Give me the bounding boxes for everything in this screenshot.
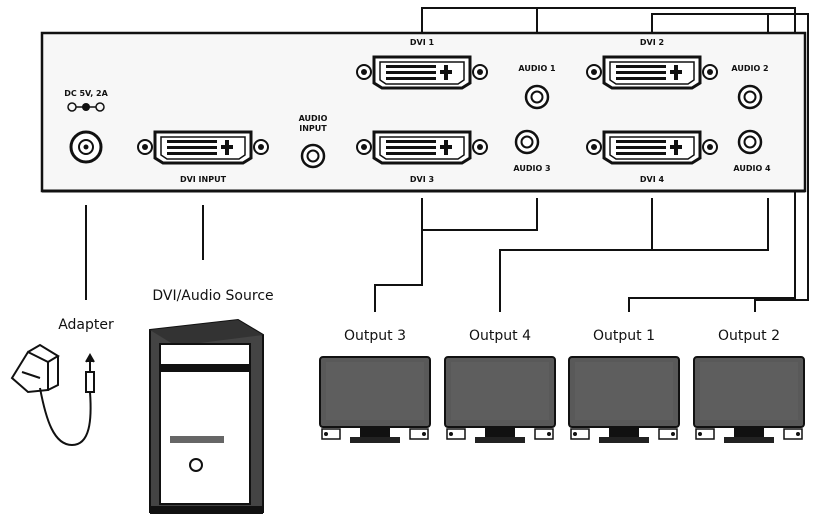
- dvi-1-port[interactable]: [355, 55, 489, 90]
- adapter-label: Adapter: [58, 317, 114, 333]
- output-monitor-3: Output 1: [568, 328, 680, 444]
- dvi-input-port[interactable]: [136, 130, 270, 165]
- dvi-3-label: DVI 3: [410, 175, 434, 184]
- switch-back-panel: DC 5V, 2A DVI INPUT AUDIO INPUT DVI 1 AU…: [40, 31, 807, 193]
- dvi-4-port[interactable]: [585, 130, 719, 165]
- output-monitor-1: Output 3: [319, 328, 431, 444]
- output-label: Output 4: [469, 328, 531, 344]
- audio-4-label: AUDIO 4: [733, 164, 771, 173]
- dvi-2-port[interactable]: [585, 55, 719, 90]
- dvi-3-port[interactable]: [355, 130, 489, 165]
- dvi-1-label: DVI 1: [410, 38, 435, 47]
- output-label: Output 3: [344, 328, 406, 344]
- output-monitor-2: Output 4: [444, 328, 556, 444]
- audio-3-jack[interactable]: [514, 129, 540, 155]
- audio-input-label-line2: INPUT: [299, 124, 327, 133]
- dvi-input-label: DVI INPUT: [180, 175, 227, 184]
- power-label: DC 5V, 2A: [64, 89, 108, 98]
- audio-3-label: AUDIO 3: [513, 164, 550, 173]
- output-label: Output 2: [718, 328, 780, 344]
- power-symbol-icon: [67, 102, 105, 112]
- output-monitor-4: Output 2: [693, 328, 805, 444]
- audio-1-label: AUDIO 1: [518, 64, 556, 73]
- audio-2-jack[interactable]: [737, 84, 763, 110]
- dvi-2-label: DVI 2: [640, 38, 664, 47]
- dc-power-jack[interactable]: [69, 130, 103, 164]
- audio-input-jack[interactable]: [300, 143, 326, 169]
- pc-tower-icon: [149, 318, 264, 514]
- audio-2-label: AUDIO 2: [731, 64, 768, 73]
- audio-4-jack[interactable]: [737, 129, 763, 155]
- output-label: Output 1: [593, 328, 655, 344]
- dvi-4-label: DVI 4: [640, 175, 665, 184]
- power-adapter-icon: [10, 343, 95, 447]
- audio-input-label-line1: AUDIO: [299, 114, 328, 123]
- source-label: DVI/Audio Source: [152, 288, 273, 304]
- audio-1-jack[interactable]: [524, 84, 550, 110]
